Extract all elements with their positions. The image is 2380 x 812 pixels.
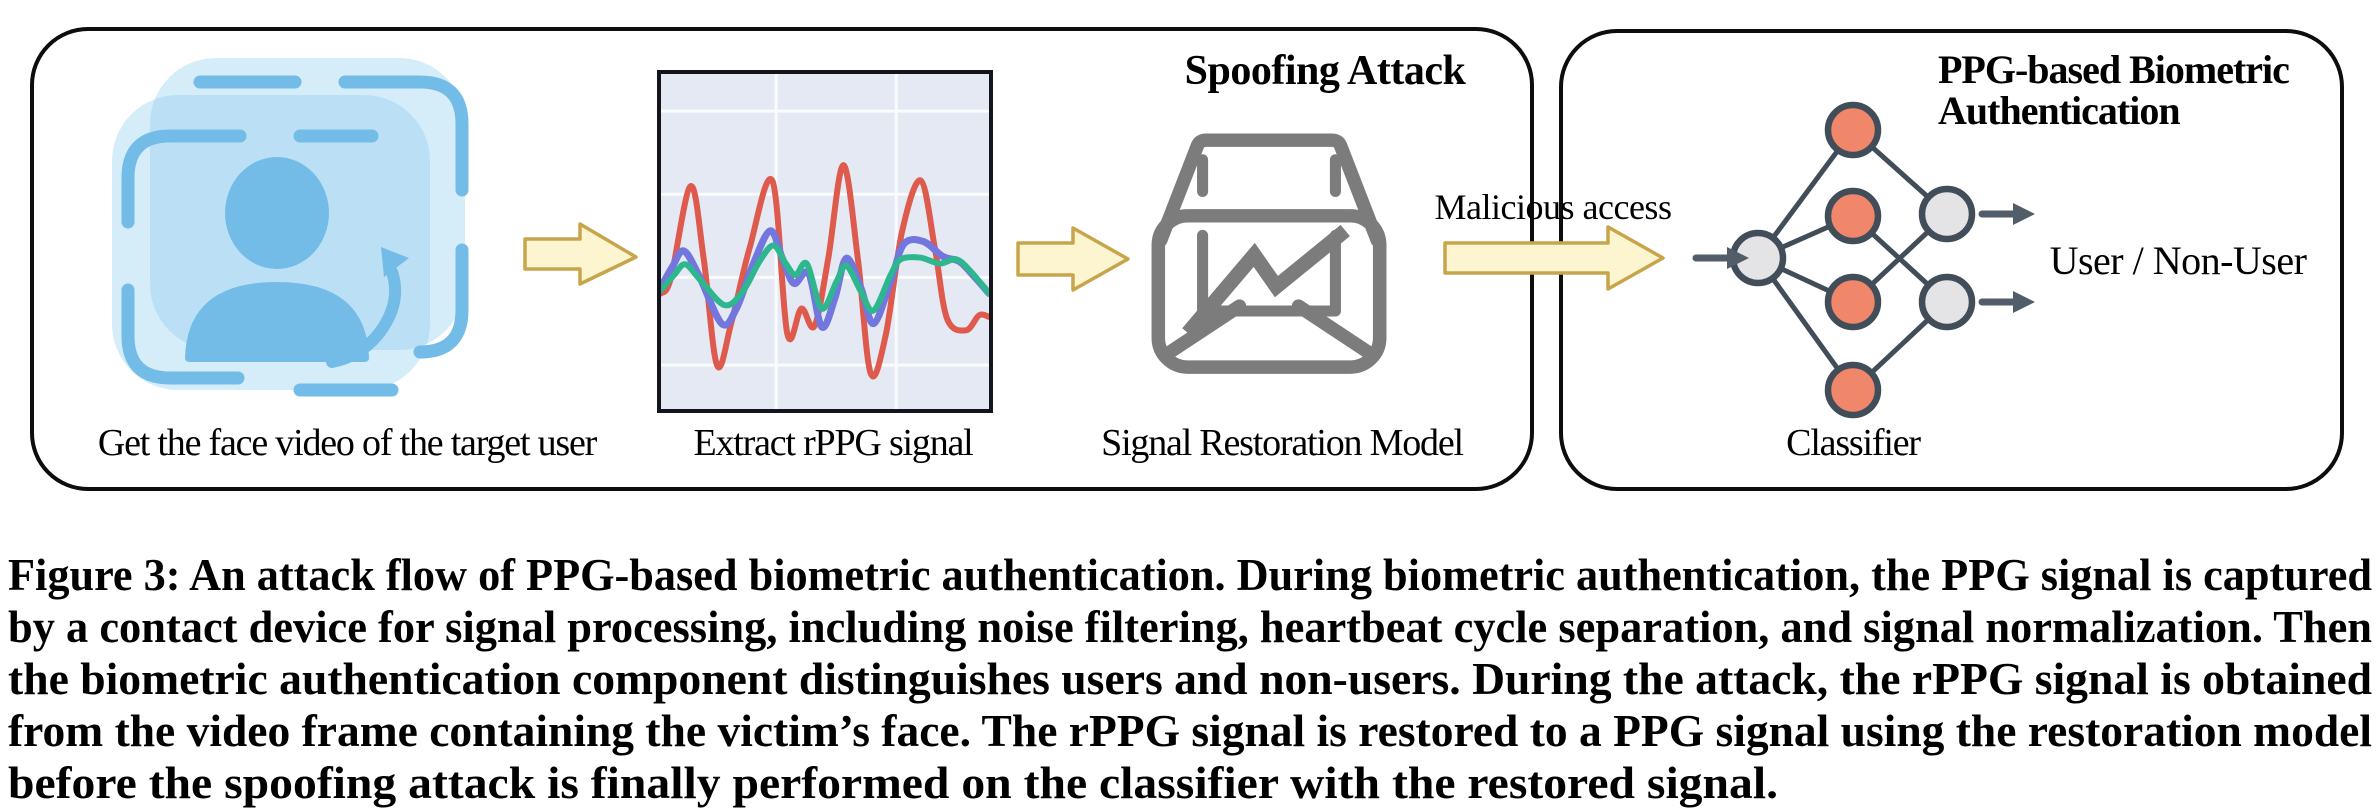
caption-line-3: the biometric authentication component d… (8, 654, 2372, 704)
caption-line-5: before the spoofing attack is finally pe… (8, 758, 1778, 808)
spoofing-attack-title: Spoofing Attack (1184, 48, 1466, 94)
signal-signal_blue (661, 227, 989, 331)
plot-gridlines (661, 74, 989, 409)
step-label-extract-rppg: Extract rPPG signal (693, 422, 973, 464)
caption-line-4: from the video frame containing the vict… (8, 706, 2372, 756)
caption-line-1: Figure 3: An attack flow of PPG-based bi… (8, 550, 2372, 600)
auth-title: PPG-based Biometric Authentication (1938, 47, 2290, 133)
figure-caption: Figure 3: An attack flow of PPG-based bi… (8, 550, 2372, 808)
auth-title-line-2: Authentication (1938, 88, 2181, 133)
caption-line-2: by a contact device for signal processin… (8, 602, 2372, 652)
rppg-waveforms (661, 74, 989, 409)
step-label-restoration-model: Signal Restoration Model (1101, 422, 1464, 464)
rppg-signal-plot (657, 70, 993, 413)
malicious-access-label: Malicious access (1434, 187, 1672, 227)
auth-title-line-1: PPG-based Biometric (1938, 47, 2290, 92)
signal-signal_red (661, 162, 989, 380)
classifier-label: Classifier (1786, 422, 1921, 464)
step-label-get-face-video: Get the face video of the target user (97, 422, 597, 464)
user-nonuser-label: User / Non-User (2049, 238, 2307, 283)
signal-signal_green (661, 242, 989, 314)
